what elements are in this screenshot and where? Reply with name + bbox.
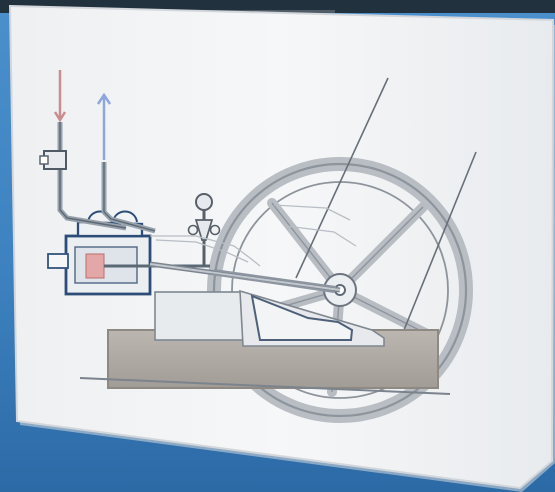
upper-rail	[273, 204, 351, 221]
cylinder-port	[47, 253, 69, 269]
governor-top	[195, 193, 213, 211]
piston-icon	[85, 253, 105, 279]
linkage-line	[150, 235, 261, 267]
guide-bar-lower	[210, 273, 335, 293]
governor-ball-right	[209, 224, 221, 236]
throttle-handle	[39, 155, 49, 165]
exhaust-outflow-arrowhead	[96, 92, 112, 105]
diagram-details	[150, 204, 357, 267]
guide-line-left	[295, 77, 389, 279]
middle-rail	[285, 225, 357, 247]
ground-line	[79, 377, 451, 395]
steam-pipes	[39, 70, 156, 234]
governor-bracket	[194, 219, 214, 241]
flywheel-spoke-edge	[271, 202, 341, 291]
linkage-line-secondary	[155, 239, 249, 263]
engine-bedplate-left	[154, 291, 244, 341]
projection-lines	[295, 77, 477, 331]
flywheel-spoke-edge	[339, 206, 424, 291]
flywheel-outer-edge	[212, 162, 468, 418]
engine-frame	[154, 289, 385, 347]
guide-line-right	[403, 151, 477, 331]
steam-engine-diagram	[39, 70, 477, 423]
crank-housing	[250, 294, 354, 341]
flywheel-icon	[207, 157, 473, 423]
guide-bar	[213, 269, 337, 288]
governor-icon	[187, 193, 221, 266]
connecting-rod-highlight	[149, 263, 341, 291]
steam-inflow-arrowhead	[53, 111, 67, 123]
steam-outlet-pipe-outline	[103, 162, 156, 232]
crank-icon	[149, 261, 341, 293]
governor-ball-left	[187, 224, 199, 236]
